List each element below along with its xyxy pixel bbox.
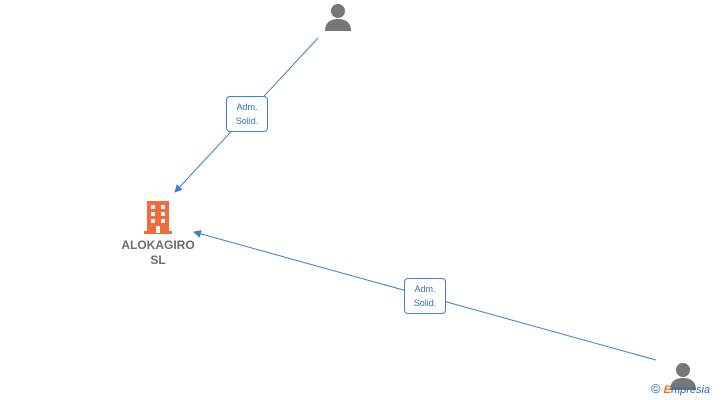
person-node-top[interactable]	[322, 2, 354, 34]
person-node-bottom[interactable]	[667, 361, 699, 393]
company-node[interactable]: ALOKAGIRO SL	[110, 200, 206, 268]
company-name: ALOKAGIRO SL	[110, 238, 206, 268]
relation-type: Solid.	[413, 298, 437, 308]
relation-role: Adm.	[236, 102, 258, 112]
building-icon	[144, 201, 172, 234]
person-icon	[670, 363, 696, 390]
relation-role: Adm.	[414, 284, 436, 294]
copyright-symbol: ©	[651, 381, 661, 396]
relation-label-top[interactable]: Adm. Solid.	[226, 96, 268, 132]
brand-name: mpresia	[671, 384, 711, 396]
company-name-line2: SL	[150, 253, 166, 267]
brand-initial: E	[663, 384, 671, 396]
person-icon	[325, 4, 351, 31]
empresia-watermark: © Empresia	[651, 381, 710, 396]
relation-type: Solid.	[235, 116, 259, 126]
company-name-line1: ALOKAGIRO	[121, 238, 195, 252]
relation-label-bottom[interactable]: Adm. Solid.	[404, 278, 446, 314]
